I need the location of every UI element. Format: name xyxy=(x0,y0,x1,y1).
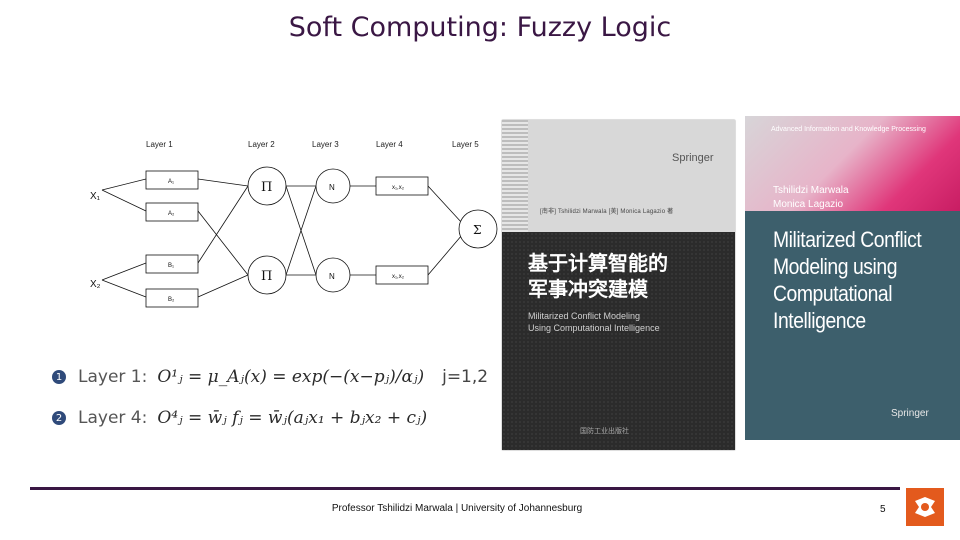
title-line: Militarized Conflict xyxy=(773,227,922,252)
layer-label: Layer 2 xyxy=(248,140,275,149)
mf-label: A₂ xyxy=(168,211,175,217)
equation-layer1: 1 Layer 1: O¹ⱼ = μ_Aⱼ(x) = exp(−(x−pⱼ)/α… xyxy=(52,367,488,387)
title-line: Militarized Conflict Modeling xyxy=(528,311,641,321)
publisher-logo: Springer xyxy=(891,408,929,419)
mf-label: A₁ xyxy=(168,179,174,185)
publisher-logo: Springer xyxy=(672,152,714,164)
cover-gradient xyxy=(745,116,960,211)
layer-label: Layer 1 xyxy=(146,140,173,149)
anfis-network-diagram: Layer 1 Layer 2 Layer 3 Layer 4 Layer 5 … xyxy=(90,140,498,308)
sum-node xyxy=(458,209,498,249)
footer-text: Professor Tshilidzi Marwala | University… xyxy=(331,503,583,514)
equation-label: Layer 4: xyxy=(78,408,148,428)
mf-node xyxy=(145,170,199,190)
title-line: Computational xyxy=(773,281,893,306)
sum-label: Σ xyxy=(473,223,481,237)
rule-node xyxy=(375,265,429,285)
book-cover-english: Advanced Information and Knowledge Proce… xyxy=(745,116,960,440)
book-title-en: Militarized Conflict Modeling Using Comp… xyxy=(528,310,660,334)
university-logo-icon xyxy=(906,488,944,526)
product-node xyxy=(247,255,287,295)
author: Monica Lagazio xyxy=(773,199,844,210)
mf-node xyxy=(145,254,199,274)
page-number: 5 xyxy=(880,504,886,515)
equation-formula: O¹ⱼ = μ_Aⱼ(x) = exp(−(x−pⱼ)/αⱼ) xyxy=(157,367,425,387)
slide-title: Soft Computing: Fuzzy Logic xyxy=(288,12,672,43)
book-imprint: 国防工业出版社 xyxy=(580,428,629,435)
stripe-pattern xyxy=(502,120,528,232)
equation-formula: O⁴ⱼ = w̄ⱼ fⱼ = w̄ⱼ(aⱼx₁ + bⱼx₂ + cⱼ) xyxy=(157,408,428,428)
equation-index: j=1,2 xyxy=(442,367,489,387)
title-line: Modeling using xyxy=(773,254,898,279)
book-authors: Tshilidzi Marwala Monica Lagazio xyxy=(773,184,849,212)
rule-label: x₁,x₂ xyxy=(392,185,405,191)
input-label: X₂ xyxy=(90,279,101,290)
cover-top xyxy=(502,120,735,232)
normalize-label: N xyxy=(329,272,335,281)
title-line: 军事冲突建模 xyxy=(528,277,648,301)
bullet-icon: 2 xyxy=(52,411,66,425)
layer-label: Layer 3 xyxy=(312,140,339,149)
product-node xyxy=(247,166,287,206)
mf-node xyxy=(145,202,199,222)
product-label: Π xyxy=(261,269,272,284)
rule-node xyxy=(375,176,429,196)
normalize-label: N xyxy=(329,183,335,192)
book-series: Advanced Information and Knowledge Proce… xyxy=(771,126,926,133)
mf-label: B₁ xyxy=(168,263,174,269)
title-line: 基于计算智能的 xyxy=(528,251,668,275)
layer-label: Layer 4 xyxy=(376,140,403,149)
book-cover-chinese: Springer [南非] Tshilidzi Marwala [美] Moni… xyxy=(502,120,735,450)
mf-label: B₂ xyxy=(168,297,175,303)
dot-pattern xyxy=(502,232,735,450)
normalize-node xyxy=(315,257,351,293)
input-label: X₁ xyxy=(90,191,101,202)
book-title-cn: 基于计算智能的 军事冲突建模 xyxy=(528,250,668,302)
normalize-node xyxy=(315,168,351,204)
book-authors: [南非] Tshilidzi Marwala [美] Monica Lagazi… xyxy=(540,209,674,215)
equation-layer4: 2 Layer 4: O⁴ⱼ = w̄ⱼ fⱼ = w̄ⱼ(aⱼx₁ + bⱼx… xyxy=(52,408,427,428)
title-line: Using Computational Intelligence xyxy=(528,323,660,333)
book-title: Militarized Conflict Modeling using Comp… xyxy=(773,226,922,334)
product-label: Π xyxy=(261,180,272,195)
mf-node xyxy=(145,288,199,308)
title-line: Intelligence xyxy=(773,308,866,333)
author: Tshilidzi Marwala xyxy=(773,185,849,196)
rule-label: x₁,x₂ xyxy=(392,274,405,280)
equation-label: Layer 1: xyxy=(78,367,148,387)
layer-label: Layer 5 xyxy=(452,140,479,149)
bullet-icon: 1 xyxy=(52,370,66,384)
footer-rule xyxy=(30,487,900,490)
